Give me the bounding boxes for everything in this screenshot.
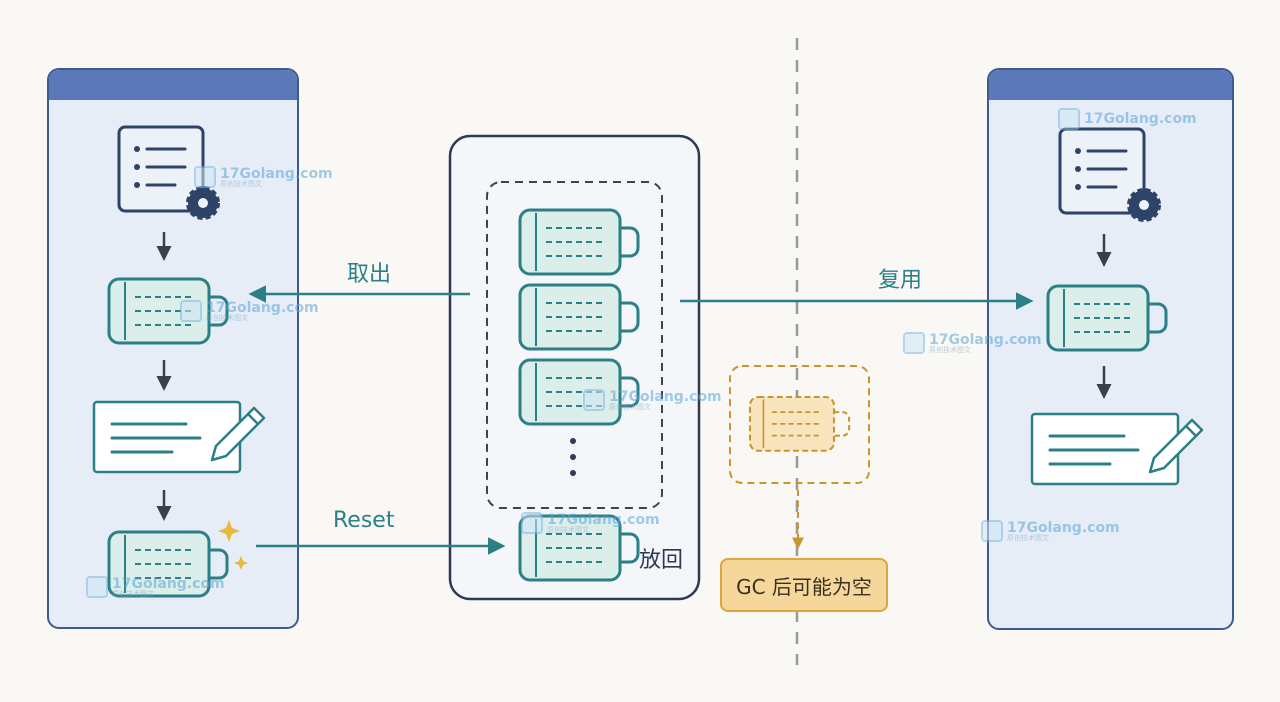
reset-label: Reset xyxy=(333,508,395,533)
buffer-battery-icon xyxy=(518,283,640,351)
watermark-logo-icon xyxy=(194,166,216,188)
watermark-logo-icon xyxy=(86,576,108,598)
watermark: 17Golang.com xyxy=(1058,108,1197,130)
config-list-gear-icon xyxy=(1058,127,1161,222)
put-back-label: 放回 xyxy=(639,548,684,573)
write-pen-card-icon xyxy=(1030,412,1204,486)
watermark-logo-icon xyxy=(1058,108,1080,130)
reuse-label: 复用 xyxy=(878,268,923,293)
sparkle-icon xyxy=(234,556,248,570)
watermark-logo-icon xyxy=(583,389,605,411)
watermark-logo-icon xyxy=(903,332,925,354)
right-panel-header xyxy=(989,70,1232,100)
watermark-logo-icon xyxy=(521,512,543,534)
buffer-battery-icon xyxy=(1046,284,1168,352)
watermark-logo-icon xyxy=(981,520,1003,542)
gc-empty-note: GC 后可能为空 xyxy=(720,558,888,612)
ellipsis-dot xyxy=(570,438,576,444)
take-out-label: 取出 xyxy=(347,262,392,287)
write-pen-card-icon xyxy=(92,400,266,474)
pool-free-list xyxy=(486,181,663,509)
sparkle-icon xyxy=(218,520,240,542)
left-panel-header xyxy=(49,70,297,100)
gc-dashed-frame xyxy=(729,365,870,484)
ellipsis-dot xyxy=(570,470,576,476)
gc-faded-buffer-icon xyxy=(748,395,851,452)
buffer-battery-icon xyxy=(518,208,640,276)
ellipsis-dot xyxy=(570,454,576,460)
watermark-logo-icon xyxy=(180,300,202,322)
